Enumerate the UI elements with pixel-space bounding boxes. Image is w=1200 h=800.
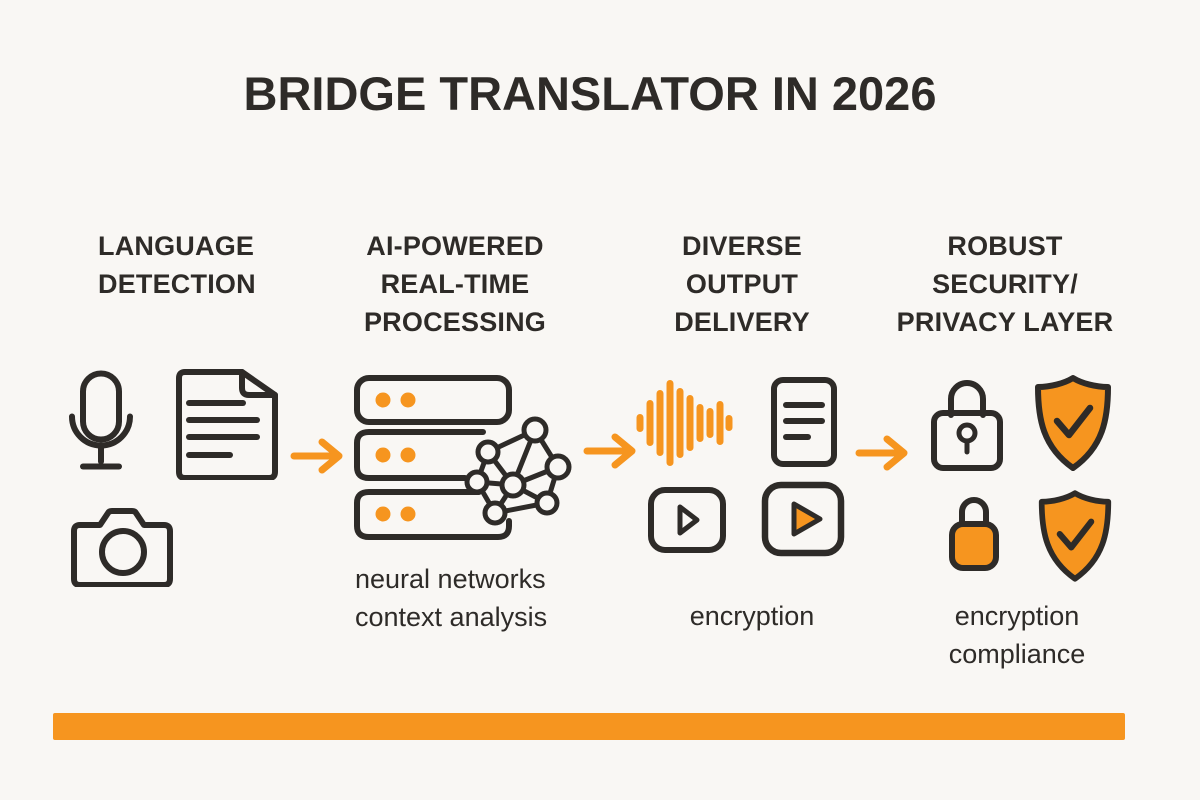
microphone-icon (69, 370, 133, 470)
heading-line: PROCESSING (363, 307, 547, 337)
column-heading-ai-processing: AI-POWERED REAL-TIME PROCESSING (305, 227, 605, 341)
heading-line: SECURITY/ (932, 269, 1078, 299)
column-heading-language-detection: LANGUAGE DETECTION (98, 227, 256, 303)
neural-network-icon (464, 416, 572, 526)
caption-line: context analysis (355, 602, 548, 632)
caption-ai-processing: neural networks context analysis (355, 560, 547, 636)
padlock-filled-icon (949, 497, 999, 571)
heading-line: DETECTION (98, 269, 256, 299)
heading-line: AI-POWERED (366, 231, 544, 261)
bottom-accent-bar (53, 713, 1125, 740)
caption-line: compliance (948, 639, 1086, 669)
column-heading-security-privacy: ROBUST SECURITY/ PRIVACY LAYER (855, 227, 1155, 341)
shield-check-icon (1035, 375, 1111, 471)
caption-security-privacy: encryption compliance (882, 597, 1152, 673)
server-stack-icon (354, 375, 572, 540)
flow-arrow-1 (290, 438, 343, 474)
heading-line: LANGUAGE (98, 231, 255, 261)
caption-line: neural networks (355, 564, 546, 594)
document-icon (176, 369, 278, 480)
heading-line: OUTPUT (685, 269, 799, 299)
heading-line: PRIVACY LAYER (896, 307, 1114, 337)
shield-check-icon (1038, 490, 1112, 582)
video-play-outline-icon (648, 487, 726, 553)
text-document-icon (771, 377, 837, 467)
caption-line: encryption (954, 601, 1080, 631)
video-play-filled-icon (761, 481, 845, 557)
heading-line: DIVERSE (682, 231, 802, 261)
audio-waveform-icon (636, 380, 733, 466)
flow-arrow-2 (583, 433, 636, 469)
camera-icon (71, 508, 173, 587)
caption-output-delivery: encryption (617, 597, 887, 635)
flow-arrow-3 (855, 435, 908, 471)
heading-line: REAL-TIME (380, 269, 530, 299)
heading-line: ROBUST (947, 231, 1063, 261)
page-title: BRIDGE TRANSLATOR IN 2026 (243, 67, 937, 120)
column-heading-output-delivery: DIVERSE OUTPUT DELIVERY (617, 227, 867, 341)
padlock-outline-icon (931, 380, 1003, 471)
heading-line: DELIVERY (674, 307, 810, 337)
caption-line: encryption (689, 601, 815, 631)
